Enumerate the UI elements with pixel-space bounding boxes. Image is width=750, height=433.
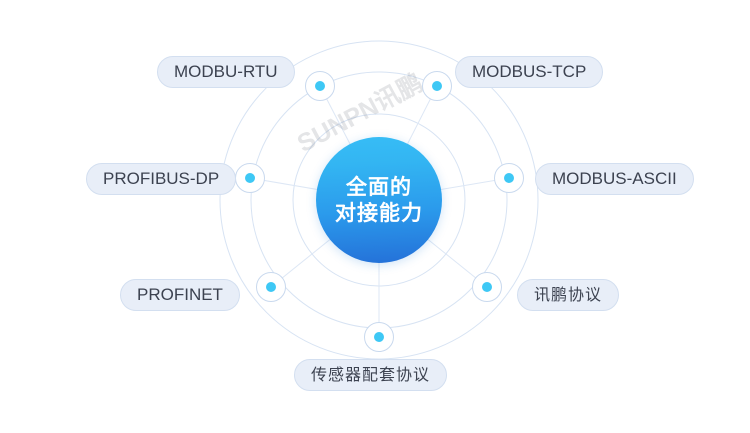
node-sensor[interactable]: [364, 322, 394, 352]
label-profinet[interactable]: PROFINET: [120, 279, 240, 311]
node-dot-icon: [266, 282, 276, 292]
label-modbus-ascii[interactable]: MODBUS-ASCII: [535, 163, 694, 195]
node-dot-icon: [432, 81, 442, 91]
node-modbus-tcp[interactable]: [422, 71, 452, 101]
node-modbus-ascii[interactable]: [494, 163, 524, 193]
node-dot-icon: [315, 81, 325, 91]
node-dot-icon: [374, 332, 384, 342]
node-profinet[interactable]: [256, 272, 286, 302]
hub-title-line-2: 对接能力: [335, 201, 423, 225]
label-modbus-tcp[interactable]: MODBUS-TCP: [455, 56, 604, 88]
node-dot-icon: [504, 173, 514, 183]
node-dot-icon: [245, 173, 255, 183]
node-profibus-dp[interactable]: [235, 163, 265, 193]
hub-title-line-1: 全面的: [346, 175, 412, 199]
node-dot-icon: [482, 282, 492, 292]
label-xunpeng[interactable]: 讯鹏协议: [517, 279, 620, 311]
node-modbu-rtu[interactable]: [305, 71, 335, 101]
label-modbu-rtu[interactable]: MODBU-RTU: [157, 56, 295, 88]
label-profibus-dp[interactable]: PROFIBUS-DP: [86, 163, 237, 195]
hub-center: 全面的 对接能力: [316, 137, 442, 263]
label-sensor[interactable]: 传感器配套协议: [294, 359, 448, 391]
node-xunpeng[interactable]: [472, 272, 502, 302]
